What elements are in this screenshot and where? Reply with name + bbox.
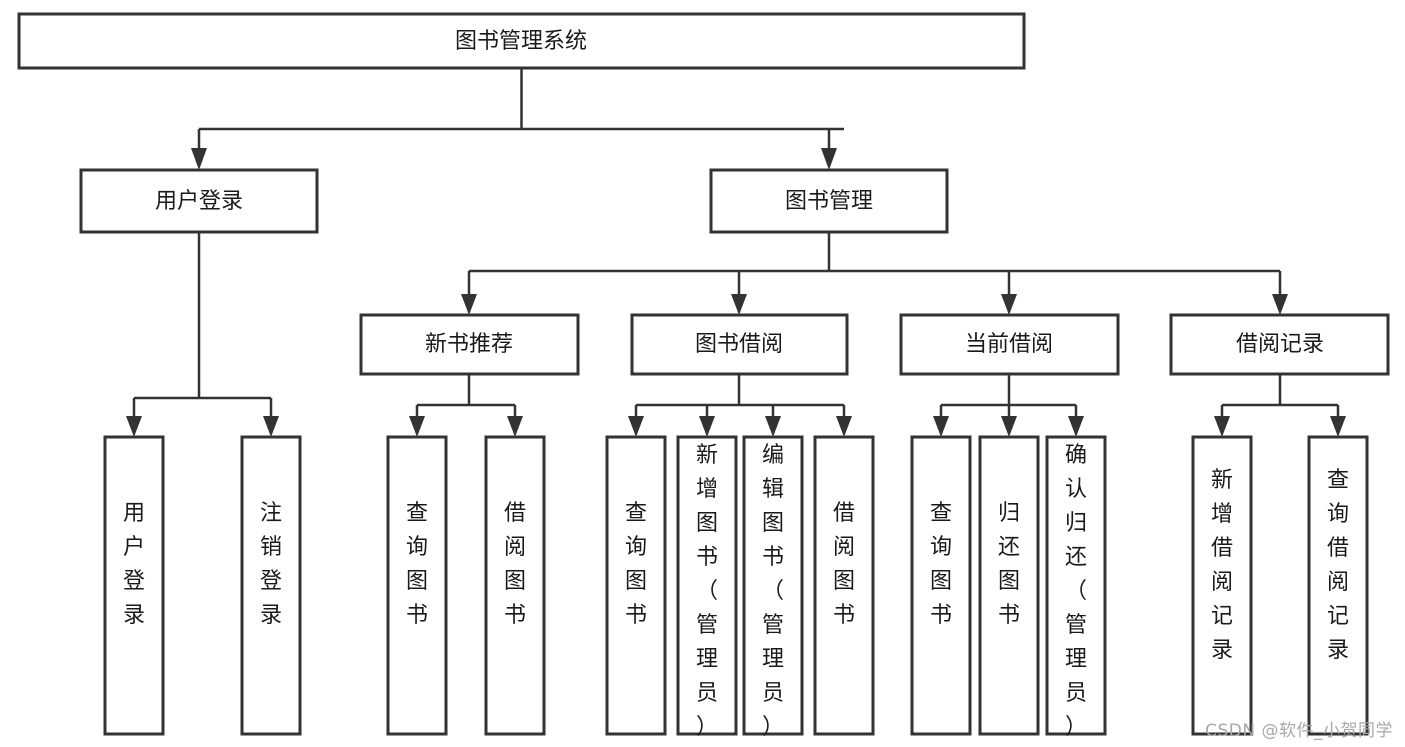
arrowhead-book-manage	[821, 148, 837, 170]
arrowhead-borrow-record	[1272, 294, 1288, 315]
node-leaf-query-book-1-box[interactable]	[386, 435, 448, 736]
node-book-borrow-label: 图书借阅	[695, 332, 783, 357]
node-leaf-query-book-1-label: 查询图书	[406, 501, 428, 628]
node-leaf-query-record-box[interactable]	[1307, 435, 1369, 736]
node-borrow-record[interactable]: 借阅记录	[1169, 313, 1390, 376]
node-user-login[interactable]: 用户登录	[79, 168, 319, 234]
arrowhead-current-borrow	[1001, 294, 1017, 315]
node-leaf-query-book-1[interactable]: 查询图书	[386, 435, 448, 736]
arrowhead-leaf-user-login	[126, 416, 142, 437]
node-book-manage[interactable]: 图书管理	[709, 168, 949, 234]
connector-layer	[126, 68, 1346, 437]
arrowhead-leaf-return-book	[1001, 416, 1017, 437]
node-new-book-rec-label: 新书推荐	[425, 332, 513, 357]
node-leaf-query-record[interactable]: 查询借阅记录	[1307, 435, 1369, 736]
node-current-borrow[interactable]: 当前借阅	[899, 313, 1120, 376]
node-borrow-record-box[interactable]	[1169, 313, 1390, 376]
node-leaf-confirm-return[interactable]: 确认归还（管理员）	[1045, 435, 1107, 740]
node-new-book-rec-box[interactable]	[359, 313, 580, 376]
arrowhead-leaf-query-book-3	[933, 416, 949, 437]
node-root-label: 图书管理系统	[455, 29, 587, 54]
arrowhead-leaf-add-record	[1214, 416, 1230, 437]
node-leaf-add-record-box[interactable]	[1191, 435, 1253, 736]
arrowhead-leaf-logout	[263, 416, 279, 437]
node-leaf-logout-label: 注销登录	[260, 501, 282, 628]
node-new-book-rec[interactable]: 新书推荐	[359, 313, 580, 376]
node-current-borrow-box[interactable]	[899, 313, 1120, 376]
node-leaf-user-login-box[interactable]	[103, 435, 165, 736]
node-leaf-edit-book-box[interactable]	[742, 435, 804, 736]
node-book-manage-label: 图书管理	[785, 189, 873, 214]
arrowhead-leaf-borrow-book-1	[507, 416, 523, 437]
node-leaf-add-book[interactable]: 新增图书（管理员）	[676, 435, 738, 740]
node-borrow-record-label: 借阅记录	[1236, 332, 1324, 357]
node-leaf-borrow-book-2[interactable]: 借阅图书	[813, 435, 875, 736]
node-leaf-borrow-book-1-label: 借阅图书	[504, 501, 526, 628]
node-leaf-query-book-3-label: 查询图书	[930, 501, 952, 628]
node-leaf-borrow-book-2-label: 借阅图书	[833, 501, 855, 628]
arrowhead-leaf-query-record	[1330, 416, 1346, 437]
node-leaf-confirm-return-label: 确认归还（管理员）	[1065, 443, 1087, 740]
node-leaf-confirm-return-box[interactable]	[1045, 435, 1107, 736]
arrowhead-book-borrow	[731, 294, 747, 315]
arrowhead-leaf-add-book	[699, 416, 715, 437]
arrowhead-leaf-confirm-return	[1068, 416, 1084, 437]
node-leaf-return-book-box[interactable]	[978, 435, 1040, 736]
node-leaf-add-book-label: 新增图书（管理员）	[696, 443, 718, 740]
node-leaf-return-book-label: 归还图书	[998, 501, 1020, 628]
node-book-borrow[interactable]: 图书借阅	[630, 313, 849, 376]
arrowhead-leaf-borrow-book-2	[836, 416, 852, 437]
node-leaf-query-book-2-label: 查询图书	[625, 501, 647, 628]
node-leaf-query-book-2-box[interactable]	[605, 435, 667, 736]
arrowhead-leaf-query-book-2	[628, 416, 644, 437]
node-leaf-query-book-3-box[interactable]	[910, 435, 972, 736]
node-leaf-logout-box[interactable]	[240, 435, 302, 736]
node-leaf-edit-book-label: 编辑图书（管理员）	[762, 443, 784, 740]
node-leaf-borrow-book-1[interactable]: 借阅图书	[484, 435, 546, 736]
node-leaf-add-record[interactable]: 新增借阅记录	[1191, 435, 1253, 736]
node-leaf-query-book-3[interactable]: 查询图书	[910, 435, 972, 736]
node-leaf-add-book-box[interactable]	[676, 435, 738, 736]
node-leaf-borrow-book-1-box[interactable]	[484, 435, 546, 736]
node-root[interactable]: 图书管理系统	[17, 12, 1026, 70]
node-user-login-label: 用户登录	[155, 189, 243, 214]
arrowhead-leaf-edit-book	[765, 416, 781, 437]
node-user-login-box[interactable]	[79, 168, 319, 234]
arrowhead-new-book-rec	[461, 294, 477, 315]
node-leaf-user-login-label: 用户登录	[123, 501, 145, 628]
node-leaf-add-record-label: 新增借阅记录	[1211, 468, 1233, 663]
node-leaf-query-book-2[interactable]: 查询图书	[605, 435, 667, 736]
node-leaf-return-book[interactable]: 归还图书	[978, 435, 1040, 736]
node-leaf-query-record-label: 查询借阅记录	[1327, 468, 1349, 663]
node-leaf-borrow-book-2-box[interactable]	[813, 435, 875, 736]
node-root-box[interactable]	[17, 12, 1026, 70]
node-leaf-edit-book[interactable]: 编辑图书（管理员）	[742, 435, 804, 740]
node-book-manage-box[interactable]	[709, 168, 949, 234]
arrowhead-user-login	[191, 148, 207, 170]
node-book-borrow-box[interactable]	[630, 313, 849, 376]
arrowhead-leaf-query-book-1	[409, 416, 425, 437]
node-current-borrow-label: 当前借阅	[965, 332, 1053, 357]
node-leaf-user-login[interactable]: 用户登录	[103, 435, 165, 736]
node-leaf-logout[interactable]: 注销登录	[240, 435, 302, 736]
